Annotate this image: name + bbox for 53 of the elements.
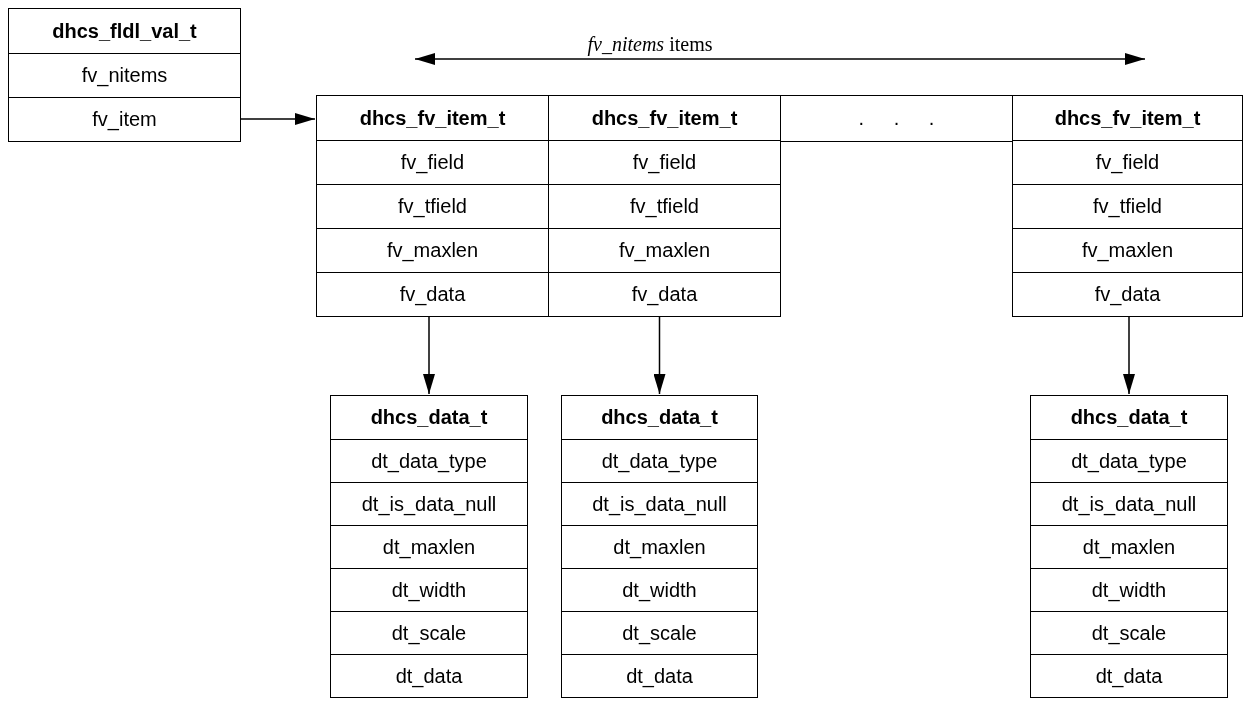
struct-table <box>1012 95 1243 317</box>
field-name: fv_tfield <box>1093 195 1162 218</box>
struct-table <box>561 395 758 698</box>
field-name: fv_data <box>631 283 698 306</box>
struct-name: dhcs_fv_item_t <box>359 106 506 130</box>
struct-table <box>548 95 781 317</box>
struct-table <box>330 395 528 698</box>
field-name: dt_width <box>391 578 467 602</box>
field-name: fv_field <box>632 151 697 174</box>
ellipsis: . . . <box>858 107 935 130</box>
field-name: fv_maxlen <box>1081 239 1174 262</box>
field-name: fv_item <box>92 108 157 131</box>
field-name: dt_data <box>395 664 463 688</box>
struct-table <box>1030 395 1228 698</box>
field-name: dt_data_type <box>1071 449 1187 473</box>
field-name: fv_nitems <box>81 64 168 87</box>
field-name: fv_field <box>400 151 465 174</box>
arrow <box>423 315 435 395</box>
struct-name: dhcs_fv_item_t <box>591 106 738 130</box>
field-name: dt_data_type <box>371 449 487 473</box>
field-name: fv_tfield <box>630 195 699 218</box>
field-name: fv_field <box>1095 151 1160 174</box>
struct-name: dhcs_data_t <box>1070 406 1188 429</box>
struct-table <box>316 95 549 317</box>
field-name: dt_is_data_null <box>361 492 497 516</box>
field-name: dt_scale <box>391 621 467 645</box>
field-name: dt_maxlen <box>613 535 706 559</box>
field-name: fv_data <box>1094 283 1161 306</box>
field-name: fv_maxlen <box>618 239 711 262</box>
arrow <box>653 315 666 395</box>
struct-name: dhcs_fv_item_t <box>1054 106 1201 130</box>
struct-table <box>8 8 241 142</box>
ellipsis-cell <box>780 95 1013 142</box>
field-name: dt_scale <box>1091 621 1167 645</box>
struct-name: dhcs_fldl_val_t <box>52 19 197 43</box>
field-name: dt_data <box>626 664 693 688</box>
field-name: dt_width <box>1091 578 1167 602</box>
field-name: dt_maxlen <box>382 535 476 559</box>
field-name: dt_scale <box>622 621 697 645</box>
field-name: fv_maxlen <box>386 239 479 262</box>
field-name: dt_is_data_null <box>592 492 727 516</box>
struct-name: dhcs_data_t <box>370 406 488 429</box>
field-name: dt_is_data_null <box>1061 492 1197 516</box>
field-name: fv_tfield <box>398 195 467 218</box>
field-name: fv_data <box>399 283 466 306</box>
field-name: dt_maxlen <box>1082 535 1176 559</box>
dimension-label: fv_nitems items <box>586 33 714 56</box>
arrow <box>240 113 316 125</box>
struct-name: dhcs_data_t <box>601 406 718 429</box>
field-name: dt_data <box>1095 664 1163 688</box>
arrow <box>1123 315 1135 395</box>
field-name: dt_width <box>622 578 697 602</box>
field-name: dt_data_type <box>601 449 718 473</box>
